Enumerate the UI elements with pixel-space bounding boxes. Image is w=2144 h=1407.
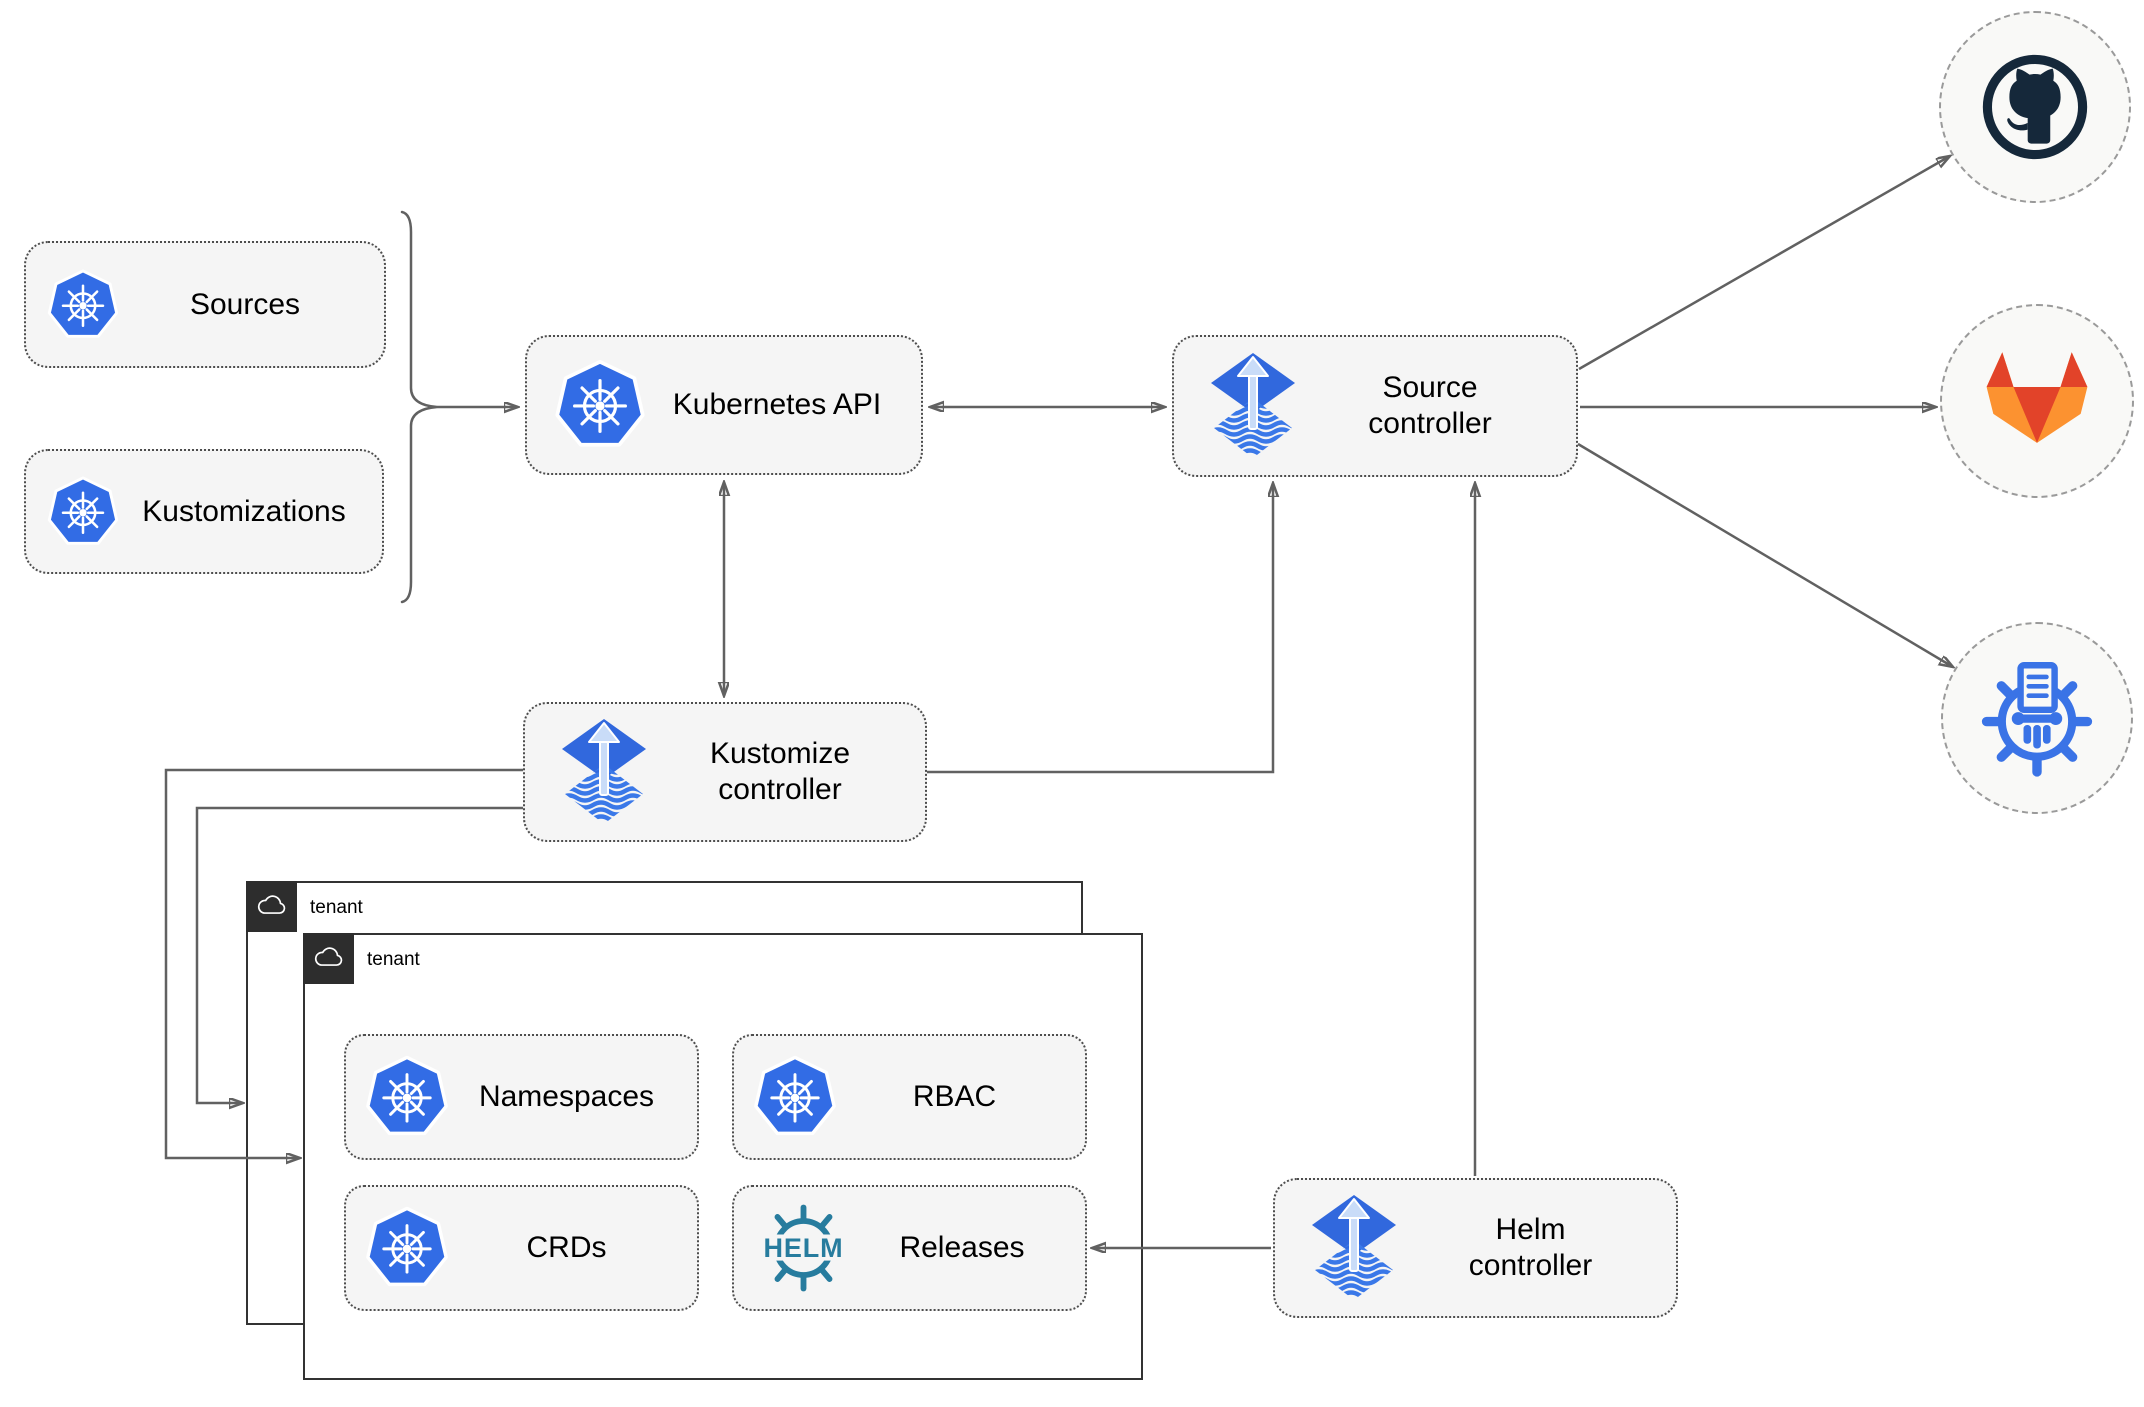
node-label: Namespaces <box>478 1080 655 1113</box>
node-label: Releases <box>899 1231 1025 1264</box>
edge-kustomize-controller-to-source-controller <box>927 483 1273 774</box>
node-label: Kustomize controller <box>709 737 851 806</box>
node-rbac: RBAC <box>732 1034 1087 1160</box>
node-label: Source controller <box>1368 371 1492 440</box>
node-sources: Sources <box>24 241 386 368</box>
node-releases: Releases <box>732 1185 1087 1311</box>
provider-container-registry <box>1941 622 2133 814</box>
tenant-badge <box>303 933 354 984</box>
kubernetes-icon <box>553 358 647 452</box>
node-label: Helm controller <box>1468 1213 1593 1282</box>
provider-gitlab <box>1940 304 2134 498</box>
provider-github <box>1939 11 2131 203</box>
node-source-controller: Source controller <box>1172 335 1578 477</box>
bracket-sources-kustomizations <box>400 210 438 604</box>
kubernetes-icon <box>46 268 120 342</box>
node-label: Sources <box>189 287 301 321</box>
node-label: Kustomizations <box>142 494 346 528</box>
node-kustomize-controller: Kustomize controller <box>523 702 927 842</box>
node-crds: CRDs <box>344 1185 699 1311</box>
node-helm-controller: Helm controller <box>1273 1178 1678 1318</box>
tenant-badge <box>246 881 297 932</box>
cloud-icon <box>313 947 345 970</box>
kubernetes-icon <box>752 1054 838 1140</box>
kubernetes-icon <box>364 1054 450 1140</box>
tenant-label: tenant <box>367 949 420 970</box>
node-label: RBAC <box>912 1080 997 1113</box>
node-kustomizations: Kustomizations <box>24 449 384 574</box>
flux-icon <box>1208 350 1298 462</box>
cloud-icon <box>256 895 288 918</box>
kubernetes-icon <box>46 475 120 549</box>
edge-source-controller-to-github <box>1578 156 1950 371</box>
github-icon <box>1974 46 2096 168</box>
kubernetes-icon <box>364 1205 450 1291</box>
helm-icon <box>754 1203 853 1293</box>
registry-wheel-icon <box>1978 657 2096 779</box>
gitlab-icon <box>1981 350 2093 453</box>
node-namespaces: Namespaces <box>344 1034 699 1160</box>
edge-source-controller-to-registry <box>1577 442 1953 667</box>
flux-icon <box>1309 1192 1399 1304</box>
node-kubernetes-api: Kubernetes API <box>525 335 923 475</box>
node-label: Kubernetes API <box>672 388 882 421</box>
node-label: CRDs <box>526 1231 607 1264</box>
flux-icon <box>559 716 649 828</box>
tenant-label: tenant <box>310 897 363 918</box>
